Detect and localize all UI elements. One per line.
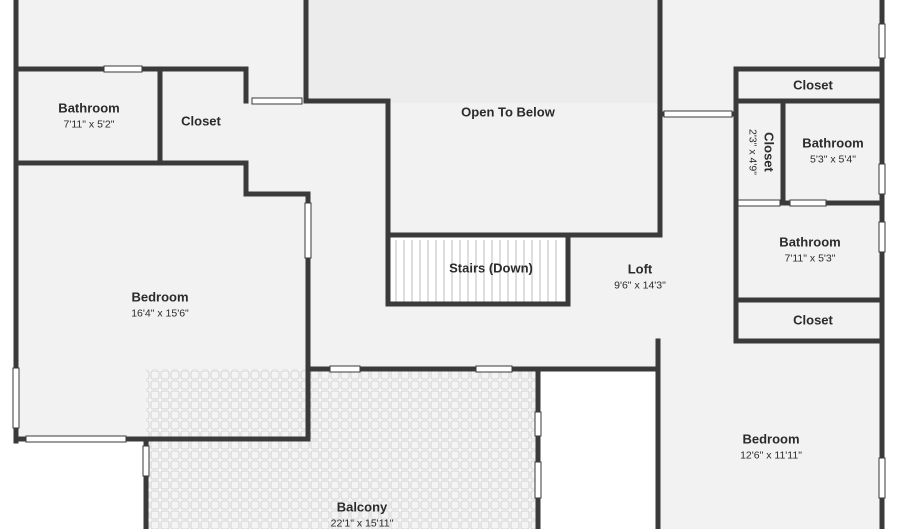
- room-label-closet-top-right: Closet: [793, 77, 833, 94]
- room-dimensions: 7'11" x 5'3": [784, 252, 836, 265]
- room-label-loft: Loft 9'6" x 14'3": [614, 261, 666, 292]
- room-label-closet-small: Closet 2'3" x 4'9": [746, 129, 777, 175]
- room-label-closet-right: Closet: [793, 312, 833, 329]
- room-name: Closet: [761, 132, 777, 172]
- room-label-open-to-below: Open To Below: [461, 104, 555, 121]
- room-dimensions: 16'4" x 15'6": [131, 307, 189, 320]
- floor-balcony: [146, 369, 538, 529]
- room-dimensions: 2'3" x 4'9": [746, 129, 759, 175]
- floor-bedroom-right: [658, 341, 882, 529]
- room-name: Bathroom: [779, 234, 841, 250]
- room-name: Open To Below: [461, 104, 555, 120]
- room-name: Closet: [181, 113, 221, 129]
- room-name: Closet: [793, 77, 833, 93]
- room-label-bathroom-right-lower: Bathroom 7'11" x 5'3": [779, 234, 841, 265]
- room-dimensions: 12'6" x 11'11": [740, 449, 802, 462]
- floor-bathroom-left: [18, 69, 160, 163]
- room-name: Stairs (Down): [449, 260, 533, 276]
- floor-closet-left: [160, 69, 246, 163]
- room-label-bathroom-right-upper: Bathroom 5'3" x 5'4": [802, 135, 864, 166]
- windows: [12, 23, 886, 499]
- room-label-bedroom-right: Bedroom 12'6" x 11'11": [740, 431, 802, 462]
- room-dimensions: 22'1" x 15'11": [330, 517, 394, 529]
- room-label-stairs: Stairs (Down): [449, 260, 533, 277]
- room-label-closet-left: Closet: [181, 113, 221, 130]
- room-label-bedroom-left: Bedroom 16'4" x 15'6": [131, 289, 189, 320]
- room-name: Bathroom: [58, 100, 120, 116]
- room-name: Balcony: [336, 499, 388, 515]
- room-name: Bedroom: [131, 289, 189, 305]
- floor-bedroom-top-left: [18, 0, 306, 69]
- room-name: Loft: [627, 261, 653, 277]
- room-dimensions: 5'3" x 5'4": [810, 153, 856, 166]
- room-name: Bathroom: [802, 135, 864, 151]
- stairs-treads: [388, 237, 568, 304]
- room-label-bathroom-left: Bathroom 7'11" x 5'2": [58, 100, 120, 131]
- room-dimensions: 7'11" x 5'2": [63, 118, 115, 131]
- room-label-balcony: Balcony 22'1" x 15'11": [330, 499, 394, 529]
- room-name: Bedroom: [742, 431, 800, 447]
- room-dimensions: 9'6" x 14'3": [614, 279, 666, 292]
- floor-hall-top: [246, 69, 306, 103]
- room-name: Closet: [793, 312, 833, 328]
